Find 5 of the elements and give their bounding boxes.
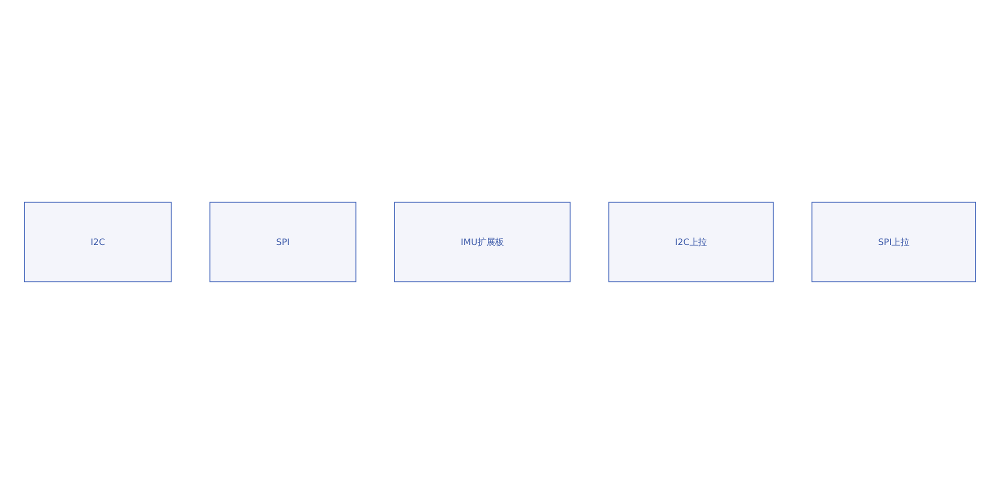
node-label: I2C [90,234,106,248]
node-label: I2C上拉 [675,234,708,248]
node-label: IMU扩展板 [460,234,504,248]
node-label: SPI上拉 [878,234,910,248]
node-label: SPI [276,234,290,248]
